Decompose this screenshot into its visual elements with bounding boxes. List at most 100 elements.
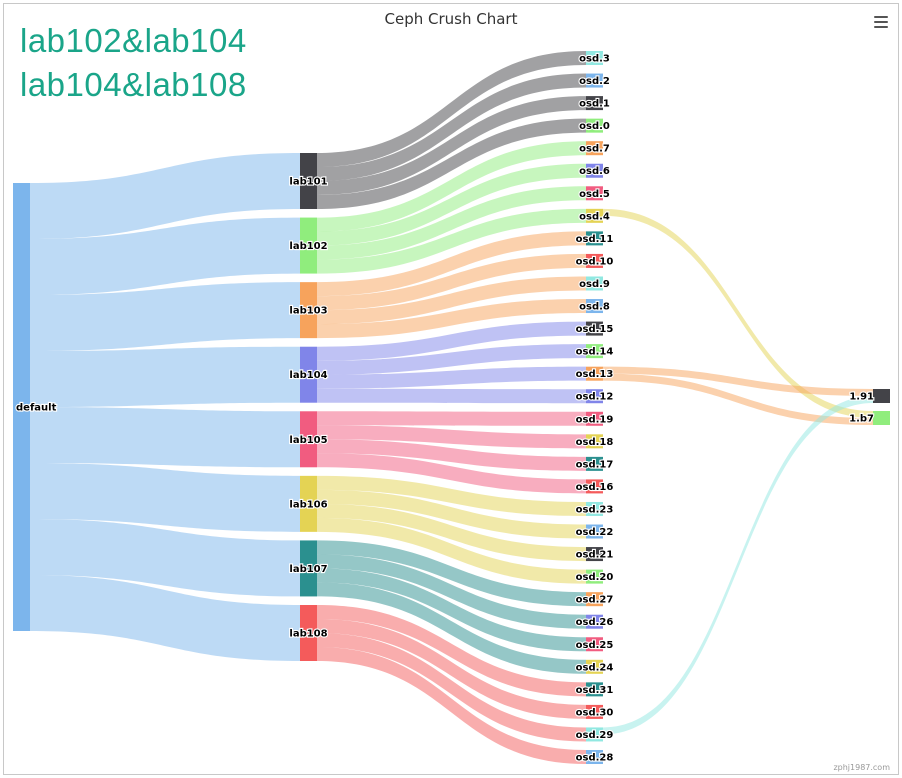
node-osd.9[interactable]	[586, 276, 603, 291]
node-osd.1[interactable]	[586, 96, 603, 111]
link-lab107-osd.26[interactable]	[317, 554, 586, 629]
link-default-lab102[interactable]	[30, 217, 300, 295]
node-lab104[interactable]	[300, 346, 317, 403]
link-lab105-osd.17[interactable]	[317, 439, 586, 471]
link-osd.29-1.91[interactable]	[603, 396, 873, 735]
node-osd.17[interactable]	[586, 456, 603, 471]
node-1.91[interactable]	[873, 389, 890, 403]
node-label-osd.4: osd.4	[579, 211, 610, 222]
node-osd.0[interactable]	[586, 118, 603, 133]
node-osd.13[interactable]	[586, 366, 603, 381]
link-lab106-osd.23[interactable]	[317, 475, 586, 516]
node-osd.19[interactable]	[586, 411, 603, 426]
link-lab103-osd.11[interactable]	[317, 231, 586, 297]
node-1.b7[interactable]	[873, 411, 890, 425]
link-lab104-osd.12[interactable]	[317, 388, 586, 404]
node-osd.22[interactable]	[586, 524, 603, 539]
link-lab101-osd.1[interactable]	[317, 96, 586, 195]
link-lab107-osd.24[interactable]	[317, 582, 586, 674]
node-osd.29[interactable]	[586, 727, 603, 742]
link-lab103-osd.9[interactable]	[317, 276, 586, 325]
node-lab107[interactable]	[300, 540, 317, 597]
link-lab104-osd.15[interactable]	[317, 321, 586, 361]
link-lab102-osd.6[interactable]	[317, 163, 586, 246]
node-label-osd.23: osd.23	[576, 504, 614, 515]
node-osd.16[interactable]	[586, 479, 603, 494]
node-lab101[interactable]	[300, 153, 317, 209]
node-lab108[interactable]	[300, 605, 317, 661]
link-lab104-osd.13[interactable]	[317, 366, 586, 389]
node-lab106[interactable]	[300, 475, 317, 532]
node-osd.10[interactable]	[586, 253, 603, 268]
link-lab106-osd.20[interactable]	[317, 517, 586, 584]
node-osd.27[interactable]	[586, 592, 603, 607]
node-osd.20[interactable]	[586, 569, 603, 584]
link-lab102-osd.5[interactable]	[317, 186, 586, 260]
hamburger-menu-icon[interactable]	[874, 16, 888, 28]
node-osd.4[interactable]	[586, 208, 603, 223]
link-lab106-osd.21[interactable]	[317, 503, 586, 562]
link-lab105-osd.18[interactable]	[317, 425, 586, 449]
link-lab107-osd.27[interactable]	[317, 540, 586, 607]
node-osd.23[interactable]	[586, 501, 603, 516]
link-lab103-osd.8[interactable]	[317, 299, 586, 339]
link-lab107-osd.25[interactable]	[317, 568, 586, 652]
node-label-osd.31: osd.31	[576, 685, 614, 696]
link-lab101-osd.2[interactable]	[317, 73, 586, 181]
node-default[interactable]	[13, 183, 30, 631]
link-lab108-osd.31[interactable]	[317, 605, 586, 697]
node-osd.7[interactable]	[586, 141, 603, 156]
node-label-osd.30: osd.30	[576, 707, 614, 718]
node-osd.24[interactable]	[586, 659, 603, 674]
link-lab108-osd.30[interactable]	[317, 619, 586, 719]
node-osd.6[interactable]	[586, 163, 603, 178]
node-label-osd.28: osd.28	[576, 753, 614, 764]
node-lab103[interactable]	[300, 282, 317, 339]
link-default-lab101[interactable]	[30, 153, 300, 239]
link-lab101-osd.0[interactable]	[317, 118, 586, 209]
node-label-lab108: lab108	[289, 629, 327, 640]
node-osd.26[interactable]	[586, 614, 603, 629]
link-lab108-osd.28[interactable]	[317, 647, 586, 764]
node-osd.11[interactable]	[586, 231, 603, 246]
node-osd.21[interactable]	[586, 547, 603, 562]
node-osd.28[interactable]	[586, 750, 603, 764]
node-osd.25[interactable]	[586, 637, 603, 652]
node-osd.12[interactable]	[586, 389, 603, 404]
link-lab106-osd.22[interactable]	[317, 489, 586, 539]
link-lab101-osd.3[interactable]	[317, 51, 586, 167]
credit-link[interactable]: zphj1987.com	[833, 763, 890, 772]
node-osd.2[interactable]	[586, 73, 603, 88]
node-osd.14[interactable]	[586, 344, 603, 359]
link-osd.13-1.b7[interactable]	[603, 373, 873, 425]
link-lab108-osd.29[interactable]	[317, 633, 586, 742]
node-label-osd.29: osd.29	[576, 730, 614, 741]
node-label-osd.17: osd.17	[576, 459, 614, 470]
node-osd.31[interactable]	[586, 682, 603, 697]
link-default-lab107[interactable]	[30, 519, 300, 597]
node-osd.18[interactable]	[586, 434, 603, 449]
link-lab102-osd.7[interactable]	[317, 141, 586, 232]
link-default-lab103[interactable]	[30, 282, 300, 351]
node-osd.15[interactable]	[586, 321, 603, 336]
link-default-lab106[interactable]	[30, 463, 300, 532]
link-lab102-osd.4[interactable]	[317, 208, 586, 274]
node-osd.8[interactable]	[586, 299, 603, 314]
link-osd.13-1.91[interactable]	[603, 366, 873, 396]
link-lab105-osd.19[interactable]	[317, 411, 586, 426]
link-default-lab108[interactable]	[30, 575, 300, 661]
node-lab102[interactable]	[300, 217, 317, 274]
node-lab105[interactable]	[300, 411, 317, 468]
link-osd.4-1.b7[interactable]	[603, 208, 873, 418]
link-default-lab104[interactable]	[30, 346, 300, 407]
node-osd.30[interactable]	[586, 704, 603, 719]
node-osd.3[interactable]	[586, 51, 603, 65]
node-osd.5[interactable]	[586, 186, 603, 201]
link-default-lab105[interactable]	[30, 407, 300, 468]
link-lab104-osd.14[interactable]	[317, 344, 586, 375]
link-lab103-osd.10[interactable]	[317, 253, 586, 311]
node-label-lab106: lab106	[289, 499, 327, 510]
node-label-osd.18: osd.18	[576, 437, 614, 448]
link-lab105-osd.16[interactable]	[317, 453, 586, 494]
node-label-lab101: lab101	[289, 177, 327, 188]
